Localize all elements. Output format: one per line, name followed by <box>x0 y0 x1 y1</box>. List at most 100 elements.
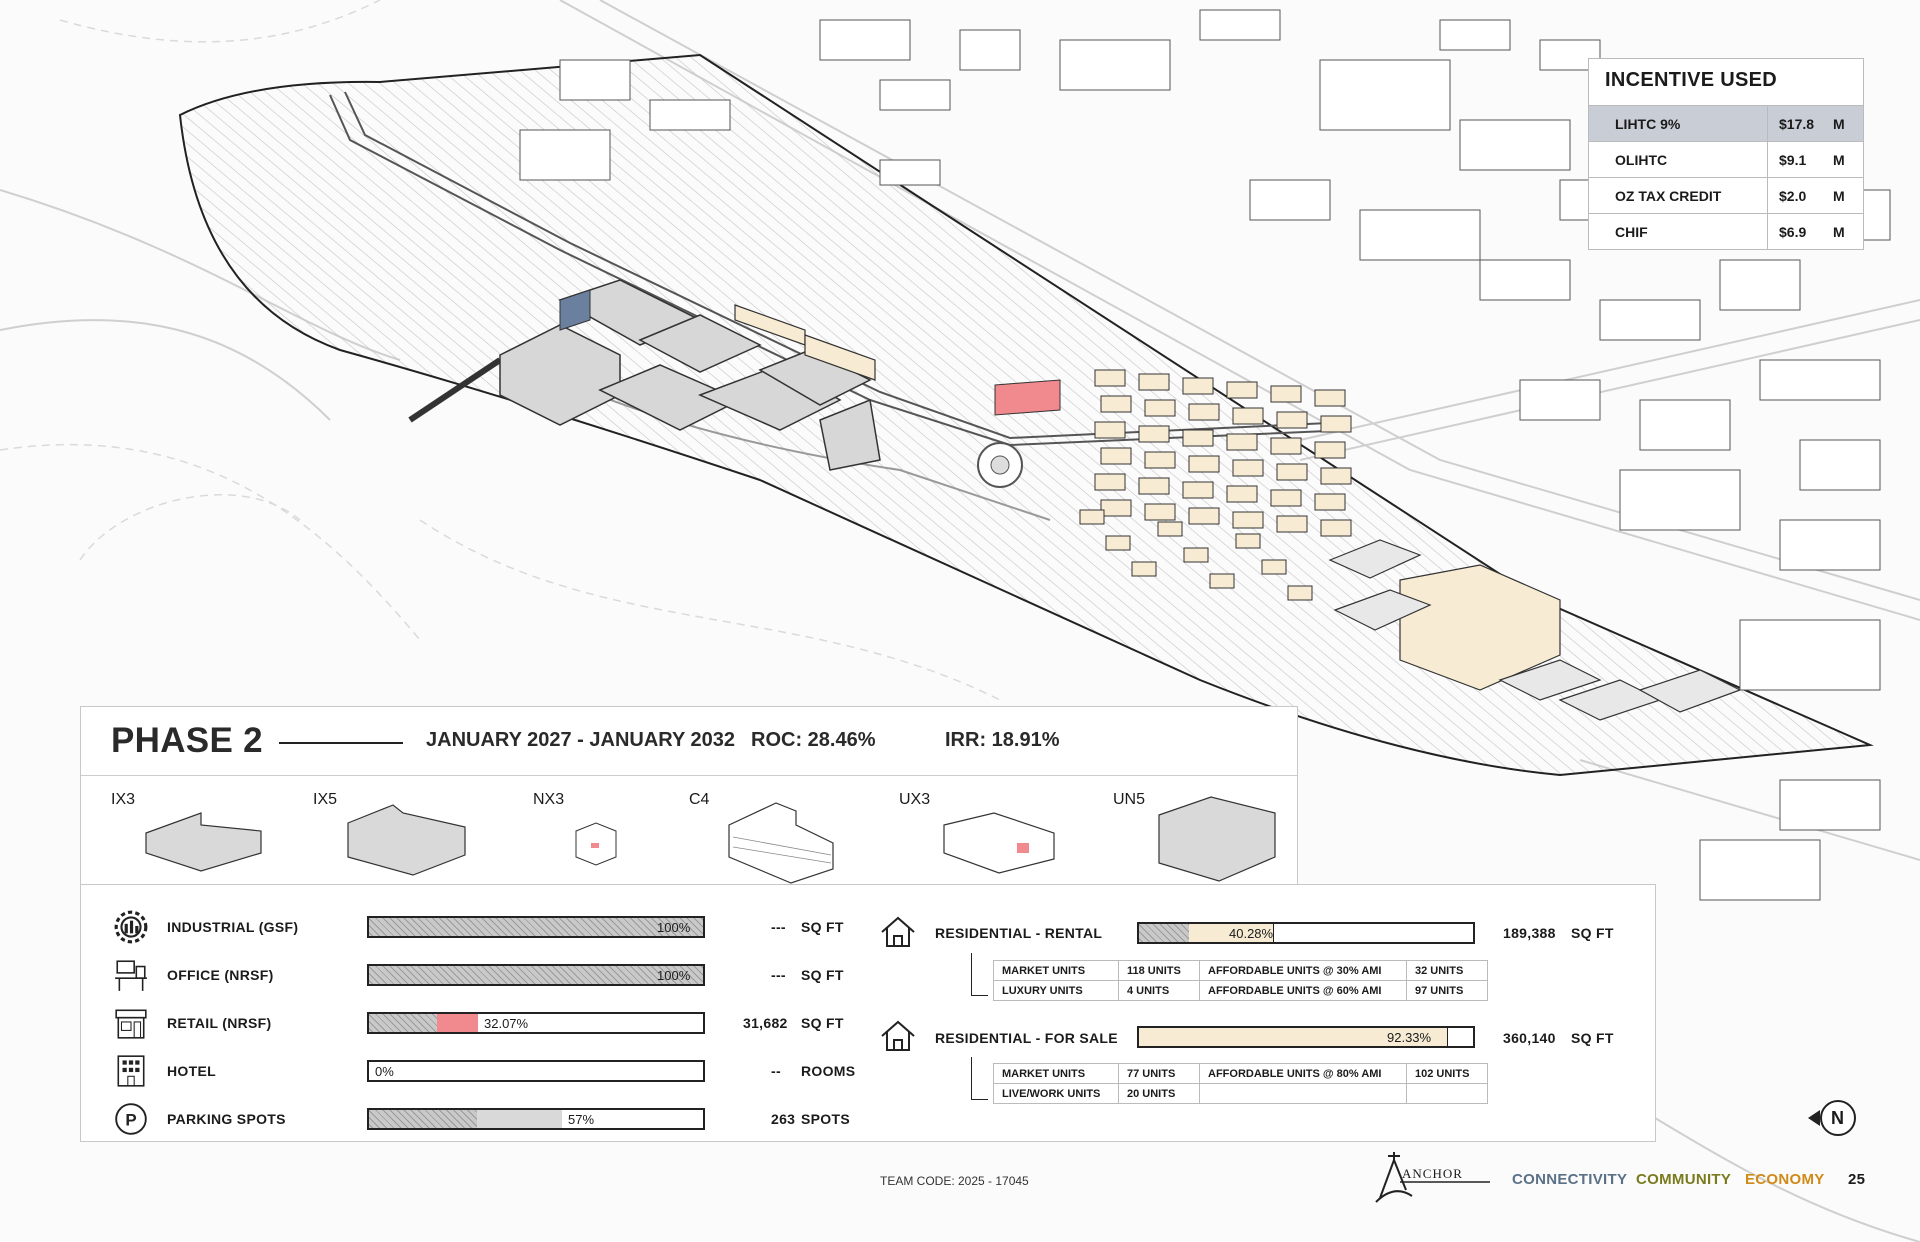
residential-rental-label: RESIDENTIAL - RENTAL <box>935 925 1103 941</box>
rental-bracket <box>971 953 988 996</box>
incentive-col-divider <box>1767 178 1768 214</box>
incentive-unit: M <box>1833 188 1845 204</box>
units-cell: AFFORDABLE UNITS @ 30% AMI <box>1199 960 1407 981</box>
ix5-massing-icon <box>347 804 466 876</box>
team-code: TEAM CODE: 2025 - 17045 <box>880 1174 1029 1188</box>
phase-irr: IRR: 18.91% <box>945 729 1060 751</box>
metric-label: RETAIL (NRSF) <box>167 1015 272 1031</box>
neighborhood-building <box>1519 379 1601 421</box>
residential-block <box>1320 467 1352 485</box>
type-label-ix5: IX5 <box>313 791 338 808</box>
neighborhood-building <box>879 159 941 186</box>
metric-bar-hatch <box>369 1014 437 1032</box>
units-cell: 77 UNITS <box>1118 1063 1200 1084</box>
neighborhood-building <box>959 29 1021 71</box>
north-label: N <box>1831 1108 1845 1128</box>
metric-row: INDUSTRIAL (GSF)100%---SQ FT <box>81 909 861 949</box>
residential-block <box>1138 477 1170 495</box>
anchor-logo: ANCHOR <box>1372 1146 1492 1206</box>
metric-bar-hatch <box>369 1110 477 1128</box>
incentive-name: OLIHTC <box>1615 152 1668 168</box>
residential-block <box>1261 559 1287 575</box>
neighborhood-building <box>1359 209 1481 261</box>
units-cell: AFFORDABLE UNITS @ 80% AMI <box>1199 1063 1407 1084</box>
metric-label: OFFICE (NRSF) <box>167 967 274 983</box>
residential-block <box>1138 373 1170 391</box>
residential-block <box>1320 519 1352 537</box>
metric-row: OFFICE (NRSF)100%---SQ FT <box>81 957 861 997</box>
units-cell: LUXURY UNITS <box>993 980 1119 1001</box>
sale-bracket <box>971 1057 988 1100</box>
metric-label: HOTEL <box>167 1063 216 1079</box>
units-cell <box>1199 1083 1407 1104</box>
office-desk-icon <box>115 960 147 991</box>
parking-icon: P <box>115 1103 147 1135</box>
metric-bar-percent: 32.07% <box>484 1016 529 1031</box>
type-label-un5: UN5 <box>1113 791 1146 808</box>
units-cell <box>1406 1083 1488 1104</box>
incentive-col-divider <box>1767 106 1768 142</box>
residential-block <box>1079 509 1105 525</box>
residential-block <box>1209 573 1235 589</box>
residential-block <box>1100 499 1132 517</box>
neighborhood-building <box>1779 519 1881 571</box>
residential-rental-unit: SQ FT <box>1571 925 1614 941</box>
residential-block <box>1182 377 1214 395</box>
storefront-icon <box>115 1009 147 1039</box>
metric-label: INDUSTRIAL (GSF) <box>167 919 299 935</box>
neighborhood-building <box>1439 19 1511 51</box>
metric-value: --- <box>771 919 786 935</box>
residential-sale-unit: SQ FT <box>1571 1030 1614 1046</box>
metric-bar: 0% <box>367 1060 705 1082</box>
c4-massing-icon <box>728 802 834 884</box>
residential-block <box>1183 547 1209 563</box>
residential-block <box>1105 535 1131 551</box>
neighborhood-building <box>1319 59 1451 131</box>
residential-block <box>1276 411 1308 429</box>
metric-bar: 32.07% <box>367 1012 705 1034</box>
north-arrow-icon: N <box>1806 1096 1860 1142</box>
residential-rental-percent: 40.28% <box>1229 926 1274 941</box>
metric-bar: 57% <box>367 1108 705 1130</box>
metric-bar: 100% <box>367 964 705 986</box>
tagline-community: COMMUNITY <box>1636 1171 1732 1188</box>
units-cell: 102 UNITS <box>1406 1063 1488 1084</box>
residential-block <box>1094 473 1126 491</box>
metric-bar-hatch <box>369 918 703 936</box>
incentive-col-divider <box>1767 142 1768 178</box>
metric-bar-hatch <box>369 966 703 984</box>
incentive-unit: M <box>1833 224 1845 240</box>
residential-block <box>1270 437 1302 455</box>
residential-sale-label: RESIDENTIAL - FOR SALE <box>935 1030 1118 1046</box>
residential-block <box>1182 429 1214 447</box>
residential-block <box>1188 507 1220 525</box>
neighborhood-building <box>1059 39 1171 91</box>
metric-value: 31,682 <box>743 1015 788 1031</box>
residential-block <box>1287 585 1313 601</box>
neighborhood-building <box>1639 399 1731 451</box>
residential-block <box>1144 399 1176 417</box>
units-cell: 32 UNITS <box>1406 960 1488 981</box>
residential-sale-percent: 92.33% <box>1387 1030 1432 1045</box>
nx3-massing-icon <box>575 822 617 866</box>
residential-block <box>1226 381 1258 399</box>
tagline-connectivity: CONNECTIVITY <box>1512 1171 1628 1188</box>
type-label-nx3: NX3 <box>533 791 565 808</box>
residential-block <box>1226 485 1258 503</box>
incentive-col-divider <box>1767 214 1768 250</box>
metric-label: PARKING SPOTS <box>167 1111 286 1127</box>
neighborhood-building <box>1799 439 1881 491</box>
metric-value: -- <box>771 1063 781 1079</box>
neighborhood-building <box>1619 469 1741 531</box>
residential-block <box>1144 503 1176 521</box>
un5-massing-icon <box>1158 796 1276 882</box>
phase-title: PHASE 2 <box>111 721 263 760</box>
incentive-name: OZ TAX CREDIT <box>1615 188 1722 204</box>
type-label-ix3: IX3 <box>111 791 136 808</box>
